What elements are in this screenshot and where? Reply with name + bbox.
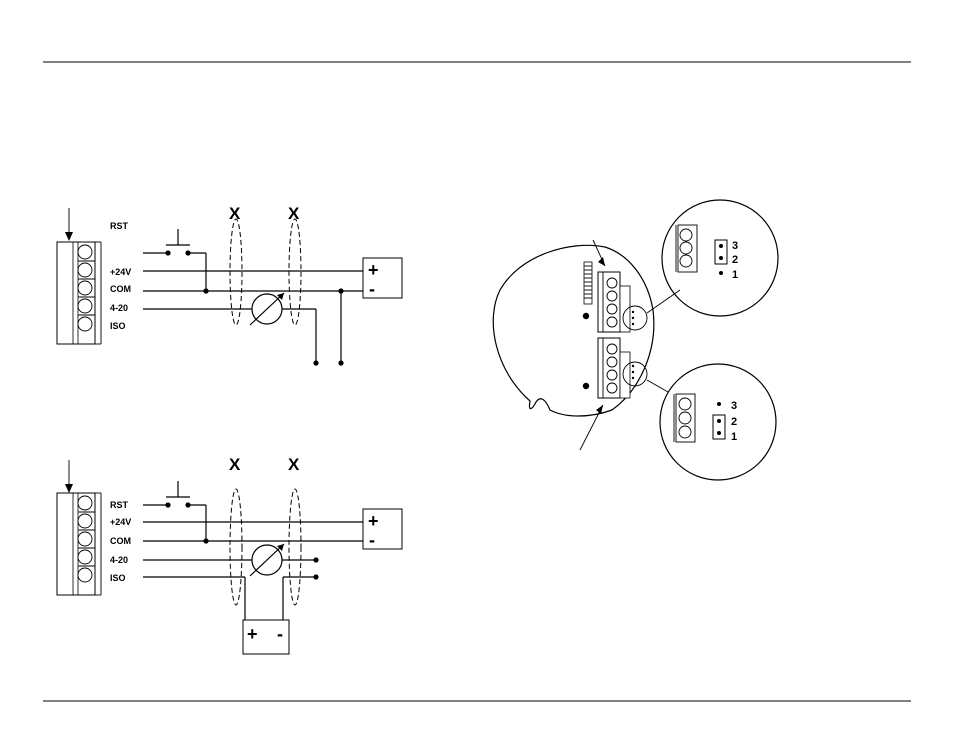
screw-icon (583, 383, 589, 389)
supply-plus-bottom: + (368, 511, 379, 531)
terminal-label-rst: RST (110, 221, 129, 231)
loop-supply-plus: + (247, 624, 258, 644)
shield-right-bottom (289, 489, 301, 605)
shield-mark-left-top: X (229, 204, 241, 223)
terminal-label-iso: ISO (110, 573, 126, 583)
jumper-detail-top: 3 2 1 (662, 200, 778, 316)
supply-minus-bottom: - (369, 530, 375, 550)
reset-switch-bottom (143, 481, 209, 544)
supply-minus-top: - (369, 279, 375, 299)
board-connector-upper (598, 272, 647, 332)
meter-bottom (250, 544, 284, 576)
terminal-label-com: COM (110, 284, 131, 294)
terminal-label-24v: +24V (110, 517, 131, 527)
pin-label-3-bottom: 3 (731, 400, 737, 412)
meter-top (250, 293, 284, 325)
board-detail: 3 2 1 3 2 1 (493, 200, 778, 480)
terminal-label-com: COM (110, 536, 131, 546)
shield-left-bottom (230, 489, 242, 605)
loop-supply-bottom: + - (243, 620, 289, 654)
terminal-label-rst: RST (110, 500, 129, 510)
wiring-diagram-bottom: RST +24V COM 4-20 ISO X X (57, 455, 402, 654)
pin-label-1-top: 1 (732, 269, 738, 281)
wiring-diagram-top: RST +24V COM 4-20 ISO X X (57, 204, 402, 366)
loop-supply-minus: - (277, 624, 283, 644)
supply-plus-top: + (368, 260, 379, 280)
terminal-block-top (57, 242, 101, 344)
terminal-label-iso: ISO (110, 321, 126, 331)
terminal-label-4-20: 4-20 (110, 303, 128, 313)
pin-label-3-top: 3 (732, 240, 738, 252)
terminal-label-4-20: 4-20 (110, 555, 128, 565)
terminal-label-24v: +24V (110, 267, 131, 277)
reset-switch-top (143, 229, 209, 294)
pin-header (584, 262, 592, 304)
terminal-block-bottom (57, 493, 101, 595)
pin-label-2-bottom: 2 (731, 416, 737, 428)
shield-mark-left-bottom: X (229, 455, 241, 474)
pin-label-1-bottom: 1 (731, 431, 737, 443)
shield-mark-right-top: X (288, 204, 300, 223)
screw-icon (583, 313, 589, 319)
jumper-detail-bottom: 3 2 1 (660, 364, 776, 480)
power-supply-bottom: + - (363, 509, 402, 550)
pin-label-2-top: 2 (732, 254, 738, 266)
shield-mark-right-bottom: X (288, 455, 300, 474)
power-supply-top: + - (363, 258, 402, 299)
board-connector-lower (598, 338, 647, 398)
